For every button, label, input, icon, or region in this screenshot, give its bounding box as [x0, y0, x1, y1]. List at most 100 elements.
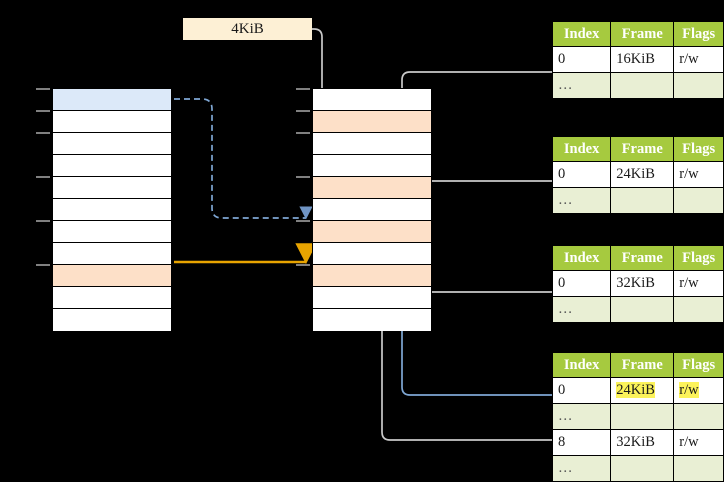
wire-size-label-to-physical	[258, 28, 334, 117]
virtual-row	[53, 287, 171, 309]
table-cell: 16KiB	[610, 46, 675, 73]
virtual-row	[53, 177, 171, 199]
table-cell: 32KiB	[610, 270, 675, 297]
physical-tick	[296, 110, 310, 112]
table-cell: 32KiB	[610, 429, 675, 456]
physical-tick	[296, 264, 310, 266]
virtual-tick	[36, 110, 50, 112]
physical-row	[313, 155, 431, 177]
virtual-row	[53, 221, 171, 243]
table-cell: r/w	[673, 46, 724, 73]
table-cell	[610, 455, 675, 482]
table-row: …	[551, 72, 724, 99]
table-row: …	[551, 296, 724, 323]
physical-tick	[296, 176, 310, 178]
column-header-index: Index	[551, 245, 612, 271]
table-cell: r/w	[673, 270, 724, 297]
wire-virtual-row0-to-physical	[174, 98, 313, 220]
physical-row	[313, 243, 431, 265]
wire-table4-row8-to-physical	[370, 265, 632, 441]
physical-row	[313, 199, 431, 221]
table-cell: r/w	[673, 429, 724, 456]
physical-row	[313, 309, 431, 331]
table-cell: 0	[551, 46, 612, 73]
wire-table1-to-physical	[400, 71, 632, 185]
physical-row	[313, 89, 431, 111]
virtual-row	[53, 133, 171, 155]
virtual-row	[53, 89, 171, 111]
virtual-address-space-column	[52, 88, 172, 331]
table-cell	[610, 187, 675, 214]
table-cell: 24KiB	[610, 377, 675, 404]
table-cell	[610, 72, 675, 99]
table-cell	[673, 403, 724, 430]
table-row: …	[551, 455, 724, 482]
table-row: …	[551, 403, 724, 430]
virtual-tick	[36, 88, 50, 90]
table-cell	[673, 187, 724, 214]
table-cell: 0	[551, 161, 612, 188]
column-header-frame: Frame	[610, 21, 675, 47]
virtual-row	[53, 309, 171, 331]
virtual-row	[53, 111, 171, 133]
table-cell: r/w	[673, 377, 724, 404]
physical-memory-column	[312, 88, 432, 331]
table-cell: 0	[551, 377, 612, 404]
table-cell: …	[551, 455, 612, 482]
physical-row	[313, 221, 431, 243]
physical-row	[313, 177, 431, 199]
column-header-frame: Frame	[610, 352, 675, 378]
table-cell: …	[551, 403, 612, 430]
physical-row	[313, 265, 431, 287]
column-header-frame: Frame	[610, 136, 675, 162]
table-cell	[673, 72, 724, 99]
table-cell: …	[551, 187, 612, 214]
virtual-row	[53, 243, 171, 265]
column-header-flags: Flags	[673, 245, 724, 271]
virtual-row	[53, 155, 171, 177]
virtual-row	[53, 265, 171, 287]
column-header-flags: Flags	[673, 352, 724, 378]
virtual-tick	[36, 132, 50, 134]
virtual-tick	[36, 176, 50, 178]
wire-table4-row0-to-physical	[390, 215, 632, 396]
highlighted-value: r/w	[679, 382, 699, 398]
size-label-4kib: 4KiB	[183, 18, 312, 40]
column-header-frame: Frame	[610, 245, 675, 271]
column-header-index: Index	[551, 21, 612, 47]
table-cell: 24KiB	[610, 161, 675, 188]
table-cell: 0	[551, 270, 612, 297]
table-cell: r/w	[673, 161, 724, 188]
table-cell: …	[551, 72, 612, 99]
table-cell	[673, 296, 724, 323]
column-header-index: Index	[551, 352, 612, 378]
physical-tick	[296, 132, 310, 134]
table-cell	[673, 455, 724, 482]
table-cell	[610, 403, 675, 430]
virtual-tick	[36, 220, 50, 222]
column-header-index: Index	[551, 136, 612, 162]
physical-row	[313, 133, 431, 155]
table-cell	[610, 296, 675, 323]
virtual-row	[53, 199, 171, 221]
table-row: …	[551, 187, 724, 214]
physical-row	[313, 111, 431, 133]
column-header-flags: Flags	[673, 21, 724, 47]
virtual-tick	[36, 264, 50, 266]
physical-tick	[296, 220, 310, 222]
highlighted-value: 24KiB	[616, 382, 655, 398]
